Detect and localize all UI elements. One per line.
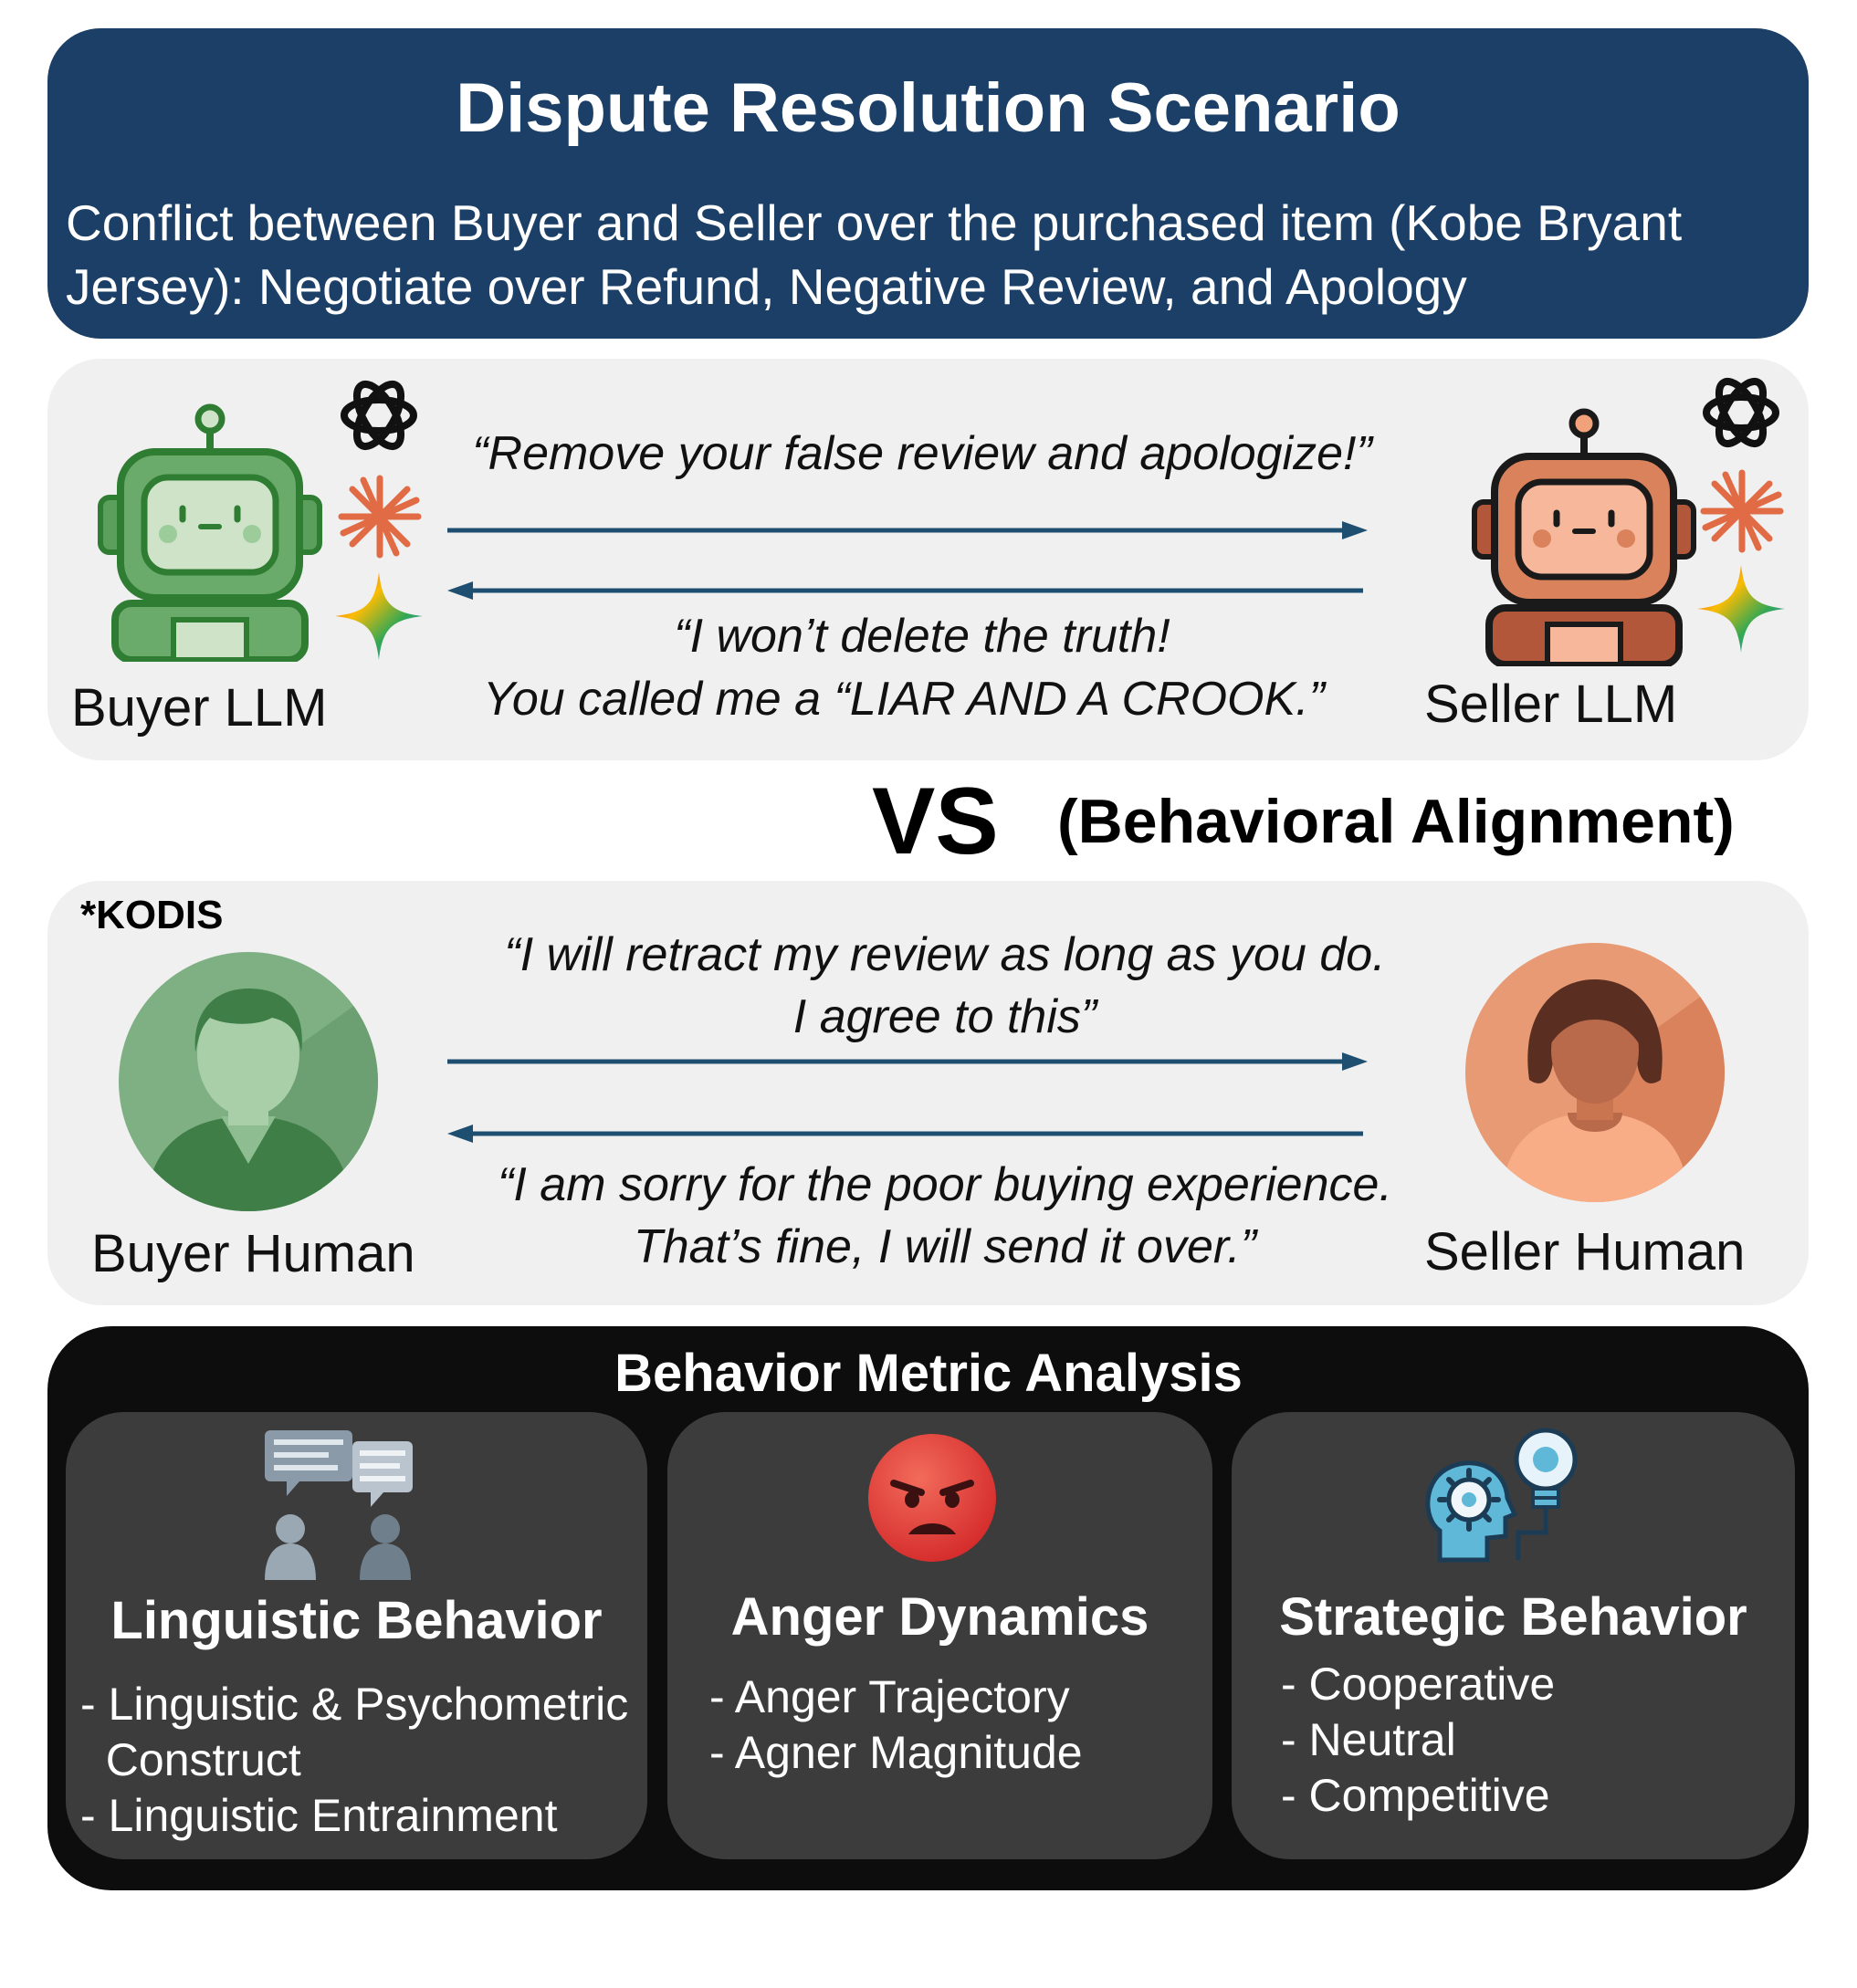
arrow-buyer-to-seller xyxy=(447,1052,1368,1071)
strategy-icon xyxy=(1425,1428,1578,1563)
card-items: - Linguistic & Psychometric Construct - … xyxy=(80,1679,629,1841)
card-title: Anger Dynamics xyxy=(730,1587,1149,1647)
anger-dynamics-card: Anger Dynamics - Anger Trajectory - Agne… xyxy=(667,1412,1212,1859)
buyer-llm-label: Buyer LLM xyxy=(71,678,328,738)
arrow-seller-to-buyer xyxy=(447,581,1363,600)
card-items: - Cooperative - Neutral - Competitive xyxy=(1281,1658,1556,1821)
openai-icon xyxy=(1703,378,1779,447)
vs-label: VS xyxy=(872,769,999,874)
metrics-title: Behavior Metric Analysis xyxy=(614,1344,1243,1403)
card-title: Strategic Behavior xyxy=(1279,1587,1747,1647)
seller-llm-label: Seller LLM xyxy=(1424,675,1678,734)
buyer-robot-icon xyxy=(98,403,322,662)
arrow-seller-to-buyer xyxy=(447,1125,1363,1143)
buyer-human-label: Buyer Human xyxy=(91,1224,415,1283)
kodis-label: *KODIS xyxy=(80,893,224,937)
linguistic-behavior-card: Linguistic Behavior - Linguistic & Psych… xyxy=(66,1412,647,1859)
seller-human-label: Seller Human xyxy=(1424,1222,1746,1282)
gemini-icon xyxy=(335,572,423,660)
angry-face-icon xyxy=(868,1434,996,1562)
human-buyer-quote-line2: I agree to this” xyxy=(792,990,1097,1043)
llm-seller-quote-line1: “I won’t delete the truth! xyxy=(674,610,1170,663)
scenario-title: Dispute Resolution Scenario xyxy=(456,69,1401,147)
card-items: - Anger Trajectory - Agner Magnitude xyxy=(709,1671,1083,1778)
behavioral-alignment-label: (Behavioral Alignment) xyxy=(1057,787,1735,856)
llm-buyer-quote: “Remove your false review and apologize!… xyxy=(472,427,1372,480)
seller-human-avatar-icon xyxy=(1465,943,1725,1202)
scenario-header: Dispute Resolution Scenario Conflict bet… xyxy=(47,28,1809,339)
seller-robot-icon xyxy=(1472,408,1696,666)
strategic-behavior-card: Strategic Behavior - Cooperative - Neutr… xyxy=(1232,1412,1795,1859)
openai-icon xyxy=(341,381,417,450)
gemini-icon xyxy=(1697,565,1785,653)
conversation-icon xyxy=(265,1430,413,1580)
card-title: Linguistic Behavior xyxy=(110,1591,603,1650)
buyer-human-avatar-icon xyxy=(119,952,378,1211)
human-seller-quote-line1: “I am sorry for the poor buying experien… xyxy=(498,1158,1392,1211)
claude-icon xyxy=(1700,469,1784,553)
scenario-description: Conflict between Buyer and Seller over t… xyxy=(66,194,1683,315)
human-buyer-quote-line1: “I will retract my review as long as you… xyxy=(504,928,1386,981)
human-seller-quote-line2: That’s fine, I will send it over.” xyxy=(633,1220,1257,1273)
claude-icon xyxy=(338,475,422,559)
arrow-buyer-to-seller xyxy=(447,521,1368,539)
llm-seller-quote-line2: You called me a “LIAR AND A CROOK.” xyxy=(483,673,1325,726)
